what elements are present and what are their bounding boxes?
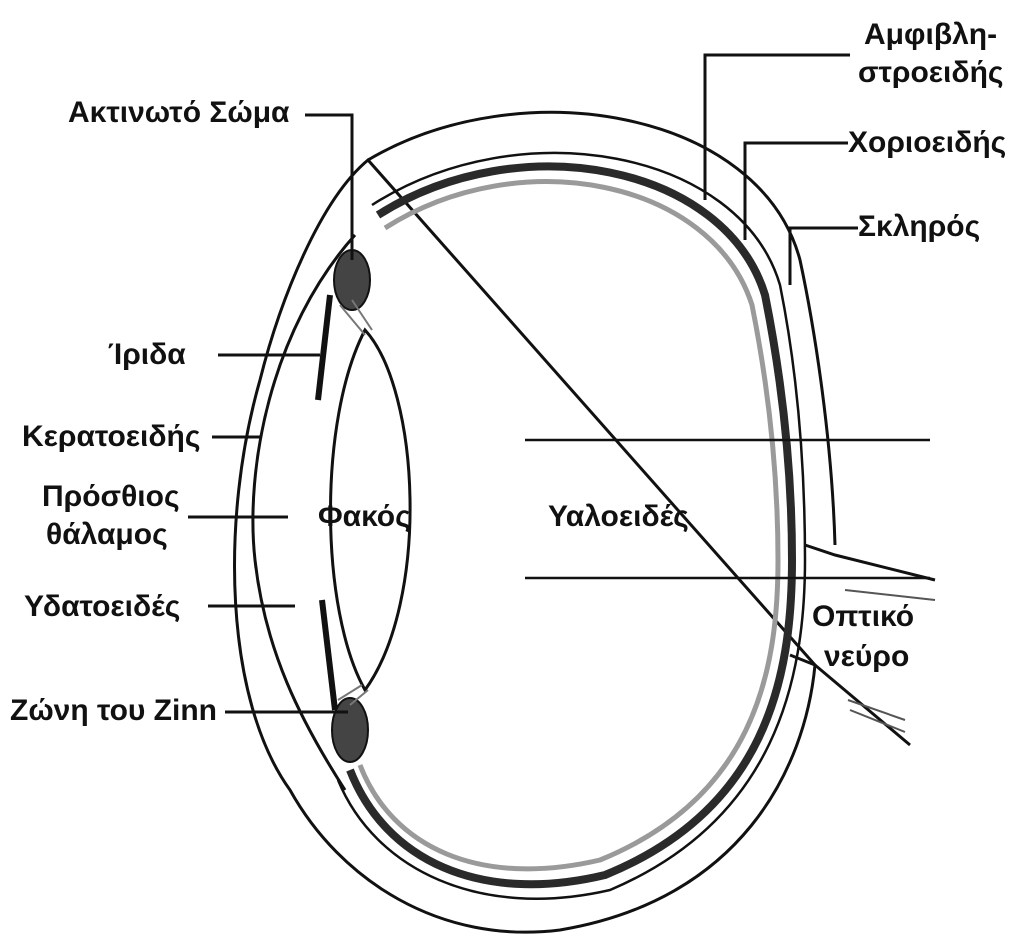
label-retina-line2: στροειδής: [858, 56, 1004, 90]
label-choroid: Χοριοειδής: [848, 126, 1006, 160]
label-anterior-chamber-line2: θάλαμος: [46, 518, 168, 552]
label-iris: Ίριδα: [108, 338, 186, 372]
label-ciliary-body: Ακτινωτό Σώμα: [68, 96, 290, 130]
label-retina-line1: Αμφιβλη-: [864, 18, 997, 52]
label-optic-nerve-line1: Οπτικό: [812, 600, 914, 634]
optic-nerve-top: [805, 545, 935, 580]
label-sclera: Σκληρός: [858, 210, 980, 244]
label-anterior-chamber-line1: Πρόσθιος: [42, 480, 180, 514]
leader-retina: [705, 55, 850, 200]
label-lens: Φακός: [318, 500, 411, 534]
label-aqueous: Υδατοειδές: [24, 590, 180, 624]
label-cornea: Κερατοειδής: [22, 420, 200, 454]
iris-lower: [322, 600, 335, 710]
ciliary-body-lower: [332, 698, 368, 762]
label-optic-nerve-line2: νεύρο: [824, 640, 909, 674]
iris-upper: [318, 295, 330, 400]
label-vitreous: Υαλοειδές: [548, 500, 689, 534]
label-zonule: Ζώνη του Zinn: [10, 694, 217, 728]
